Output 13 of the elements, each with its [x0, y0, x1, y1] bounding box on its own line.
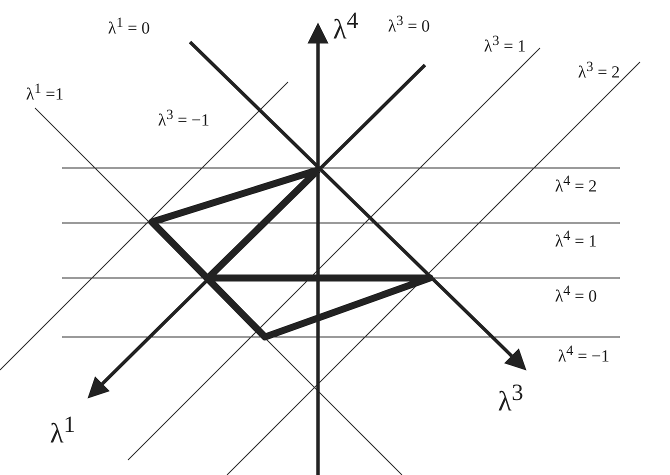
- line-label: λ$^{1}$ =1: [26, 82, 64, 103]
- line-label: λ$^{4}$ = 2: [555, 174, 597, 195]
- line-label: λ$^{3}$ = −1: [158, 108, 210, 129]
- line-label: λ$^{3}$ = 2: [578, 60, 620, 81]
- line-label: λ$^{4}$ = 1: [555, 229, 597, 250]
- axis-label: λ$^{1}$: [50, 414, 76, 448]
- line-label: λ$^{3}$ = 1: [484, 34, 526, 55]
- line-label: λ$^{4}$ = −1: [558, 344, 610, 365]
- line-label: λ$^{1}$ = 0: [108, 16, 150, 37]
- axis-label: λ$^{3}$: [498, 382, 524, 416]
- axis-label: λ$^{4}$: [333, 10, 358, 44]
- line-label: λ$^{4}$ = 0: [555, 284, 597, 305]
- line-label: λ$^{3}$ = 0: [388, 14, 430, 35]
